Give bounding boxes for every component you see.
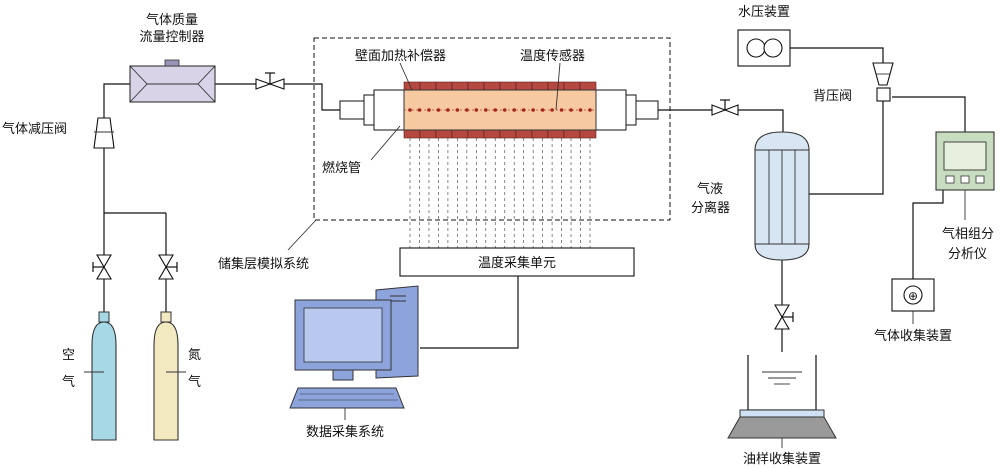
back-pressure-valve: 背压阀 xyxy=(813,62,894,104)
sensor-dot xyxy=(446,108,450,112)
data-acquisition-computer: 数据采集系统 xyxy=(289,285,419,440)
temperature-sensor-label: 温度传感器 xyxy=(520,48,585,64)
heater-segment xyxy=(403,81,421,91)
nitrogen-cylinder: 氮 气 xyxy=(153,311,201,441)
sensor-dot xyxy=(578,108,583,112)
sensor-dot xyxy=(427,108,431,112)
tube-flange-left xyxy=(339,89,405,131)
water-pressure-label: 水压装置 xyxy=(738,5,790,20)
heater-segment xyxy=(563,81,581,91)
gas-collector-label: 气体收集装置 xyxy=(874,328,952,344)
heater-segment xyxy=(579,129,597,139)
sensor-leads xyxy=(409,138,591,248)
nitrogen-label-line1: 氮 xyxy=(188,348,201,363)
heater-segment xyxy=(467,129,485,139)
analyzer-screen xyxy=(943,141,987,171)
sensor-dot xyxy=(455,108,460,112)
wall-heater-bottom xyxy=(403,129,597,139)
heater-segment xyxy=(563,129,581,139)
sensor-dot xyxy=(474,108,479,112)
sensor-dot xyxy=(493,108,498,112)
sensor-dot xyxy=(569,108,573,112)
heater-segment xyxy=(451,81,469,91)
sensor-dot xyxy=(540,108,545,112)
oil-collection-device: 油样收集装置 xyxy=(727,355,837,467)
monitor-screen xyxy=(303,307,383,363)
valve-outlet xyxy=(711,99,739,116)
heater-segment xyxy=(499,129,517,139)
combustion-tube-label: 燃烧管 xyxy=(322,160,361,176)
heater-segment xyxy=(531,129,549,139)
temperature-sensors xyxy=(408,108,592,112)
gas-liquid-separator: 气液 分离器 xyxy=(691,131,810,261)
heater-segment xyxy=(531,81,549,91)
temperature-acquisition-unit: 温度采集单元 xyxy=(399,247,635,277)
water-pressure-device: 水压装置 xyxy=(737,5,791,67)
wall-heater-top xyxy=(403,81,597,91)
heater-segment xyxy=(435,81,453,91)
heater-segment xyxy=(467,81,485,91)
back-pressure-label: 背压阀 xyxy=(813,89,852,104)
tube-flange-right xyxy=(595,89,659,131)
sensor-dot xyxy=(502,108,507,112)
reservoir-simulation-system: 壁面加热补偿器 温度传感器 燃烧管 储集层模拟系统 xyxy=(218,37,671,272)
separator-label-line2: 分离器 xyxy=(691,200,730,216)
reservoir-system-label: 储集层模拟系统 xyxy=(218,256,309,272)
mfc-label-line2: 流量控制器 xyxy=(139,30,204,45)
separator-label-line1: 气液 xyxy=(697,181,723,197)
heater-segment xyxy=(515,81,533,91)
sensor-dot xyxy=(559,108,564,112)
data-acquisition-label: 数据采集系统 xyxy=(306,424,384,440)
heater-segment xyxy=(547,81,565,91)
heater-segment xyxy=(499,81,517,91)
heater-segment xyxy=(435,129,453,139)
mass-flow-controller: 气体质量 流量控制器 xyxy=(129,12,216,103)
sensor-dot xyxy=(465,108,469,112)
gas-analyzer-label-line1: 气相组分 xyxy=(942,226,994,242)
valve-inlet xyxy=(255,72,285,90)
sensor-dot xyxy=(417,108,422,112)
pressure-reducer-body xyxy=(93,117,115,149)
gas-analyzer-label-line2: 分析仪 xyxy=(948,247,987,262)
reservoir-system-boundary xyxy=(313,37,671,221)
heater-segment xyxy=(483,129,501,139)
temp-acquisition-label: 温度采集单元 xyxy=(478,255,556,271)
heater-segment xyxy=(483,81,501,91)
nitrogen-label-line2: 气 xyxy=(188,374,201,390)
valve-oil xyxy=(774,304,794,330)
air-cylinder: 空 气 xyxy=(62,311,117,441)
heater-segment xyxy=(579,81,597,91)
heater-segment xyxy=(419,81,437,91)
wall-heater-label: 壁面加热补偿器 xyxy=(355,49,446,64)
sensor-dot xyxy=(531,108,535,112)
sensor-dot xyxy=(588,108,592,112)
gas-composition-analyzer: 气相组分 分析仪 xyxy=(935,131,995,262)
gas-pressure-reducer: 气体减压阀 xyxy=(2,117,115,149)
sensor-dot xyxy=(550,108,554,112)
gas-collection-device: ⊕ 气体收集装置 xyxy=(874,278,952,344)
heater-segment xyxy=(451,129,469,139)
oil-collector-label: 油样收集装置 xyxy=(743,451,821,467)
sensor-dot xyxy=(408,108,412,112)
air-label-line2: 气 xyxy=(62,374,75,390)
sensor-dot xyxy=(512,108,517,112)
pressure-reducer-label: 气体减压阀 xyxy=(2,121,67,137)
valve-air xyxy=(92,254,112,280)
flowmeter-icon: ⊕ xyxy=(908,289,918,303)
valve-nitrogen xyxy=(158,254,178,280)
sensor-dot xyxy=(483,108,488,112)
air-label-line1: 空 xyxy=(62,348,75,363)
sensor-dot xyxy=(521,108,526,112)
heater-segment xyxy=(515,129,533,139)
heater-segment xyxy=(547,129,565,139)
sensor-dot xyxy=(436,108,441,112)
heater-segment xyxy=(419,129,437,139)
mfc-label-line1: 气体质量 xyxy=(146,12,198,28)
heater-segment xyxy=(403,129,421,139)
